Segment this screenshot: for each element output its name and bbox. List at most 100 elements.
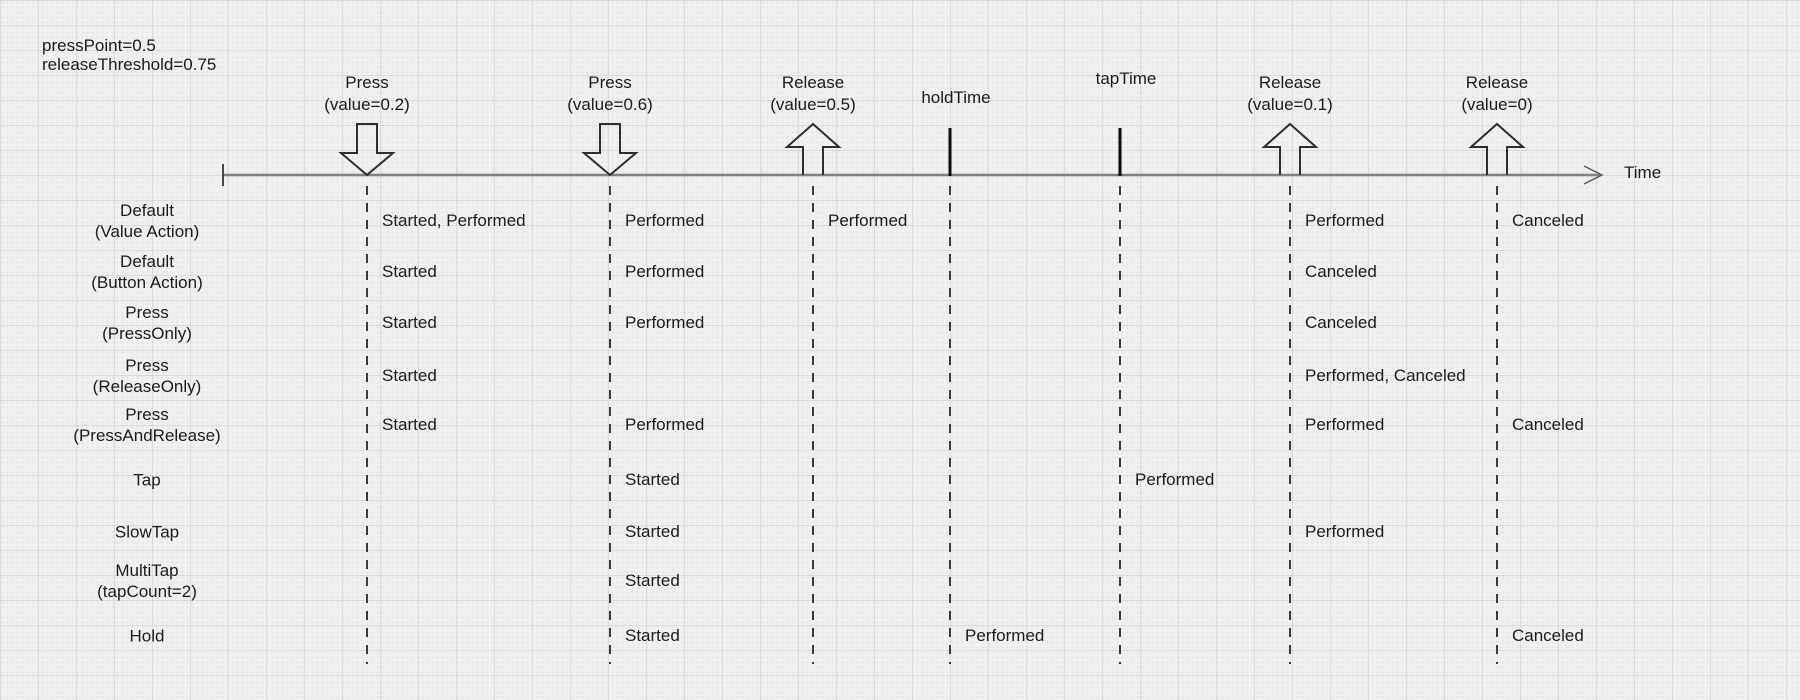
- event-cell: Canceled: [1512, 626, 1584, 646]
- event-cell: Performed, Canceled: [1305, 366, 1466, 386]
- event-cell-line: Performed: [625, 211, 705, 230]
- event-label-release-value-0-line: Release: [1465, 73, 1529, 92]
- arrow-down-icon-press-value-0.6: [581, 123, 639, 177]
- event-cell-line: Started: [625, 470, 680, 489]
- event-label-press-value-0.2-line: (value=0.2): [324, 95, 410, 114]
- event-cell-line: Performed: [1135, 470, 1215, 489]
- row-label-2-line: Press: [125, 303, 169, 322]
- row-label-8-line: Hold: [129, 626, 165, 646]
- row-label-2: Press (PressOnly): [102, 302, 192, 344]
- event-cell-line: Performed: [1305, 211, 1385, 230]
- event-cell-line: Performed: [1305, 522, 1385, 541]
- event-label-tap-time: tapTime: [1096, 69, 1157, 89]
- time-axis-label: Time: [1624, 163, 1662, 182]
- event-cell: Performed: [965, 626, 1044, 646]
- event-label-release-value-0: Release (value=0): [1461, 72, 1532, 116]
- event-cell-line: Canceled: [1305, 313, 1377, 332]
- event-cell: Performed: [1135, 470, 1214, 490]
- event-cell: Performed: [1305, 415, 1384, 435]
- row-label-3-line: (ReleaseOnly): [92, 377, 202, 396]
- row-label-7-line: MultiTap: [115, 561, 179, 580]
- event-cell-line: Performed: [1305, 415, 1385, 434]
- event-cell: Performed: [828, 211, 907, 231]
- event-label-hold-time: holdTime: [921, 88, 990, 108]
- event-cell-line: Performed, Canceled: [1305, 366, 1466, 385]
- event-label-release-value-0.5-line: Release: [781, 73, 845, 92]
- row-label-2-line: (PressOnly): [102, 324, 192, 343]
- event-cell-line: Performed: [828, 211, 908, 230]
- event-cell: Canceled: [1305, 313, 1377, 333]
- row-label-4: Press (PressAndRelease): [73, 404, 220, 446]
- event-cell-line: Started, Performed: [382, 211, 526, 230]
- event-label-release-value-0.1-line: Release: [1258, 73, 1322, 92]
- event-cell-line: Performed: [625, 313, 705, 332]
- config-release-threshold: releaseThreshold=0.75: [42, 55, 217, 74]
- event-cell: Performed: [625, 313, 704, 333]
- event-cell-line: Started: [382, 415, 437, 434]
- row-label-5-line: Tap: [133, 470, 161, 490]
- row-label-6-line: SlowTap: [114, 522, 180, 542]
- axis-arrowhead-icon: [1583, 165, 1604, 185]
- event-cell: Canceled: [1305, 262, 1377, 282]
- config-press-point: pressPoint=0.5: [42, 36, 156, 55]
- arrow-up-icon-release-value-0.1: [1261, 122, 1319, 175]
- event-label-release-value-0.5-line: (value=0.5): [770, 95, 856, 114]
- event-cell: Started: [382, 313, 437, 333]
- arrow-down-icon-press-value-0.2: [338, 123, 396, 177]
- event-cell: Started: [625, 470, 680, 490]
- event-cell-line: Performed: [625, 415, 705, 434]
- row-label-1-line: Default: [120, 252, 174, 271]
- row-label-4-line: (PressAndRelease): [73, 426, 221, 445]
- event-cell: Performed: [625, 415, 704, 435]
- event-label-press-value-0.6-line: (value=0.6): [567, 95, 653, 114]
- arrow-up-icon-release-value-0: [1468, 122, 1526, 175]
- event-cell-line: Canceled: [1512, 415, 1584, 434]
- row-label-7: MultiTap (tapCount=2): [97, 560, 197, 602]
- row-label-7-line: (tapCount=2): [97, 582, 197, 601]
- event-cell: Started: [625, 571, 680, 591]
- event-label-hold-time-line: holdTime: [921, 88, 991, 107]
- row-label-5: Tap: [133, 470, 160, 491]
- event-label-release-value-0.1: Release (value=0.1): [1247, 72, 1333, 116]
- config-annotation: pressPoint=0.5 releaseThreshold=0.75: [42, 36, 216, 74]
- event-cell-line: Started: [625, 522, 680, 541]
- row-label-0: Default (Value Action): [95, 200, 200, 242]
- row-label-4-line: Press: [125, 405, 169, 424]
- event-label-press-value-0.6: Press (value=0.6): [567, 72, 653, 116]
- event-label-release-value-0.5: Release (value=0.5): [770, 72, 856, 116]
- arrow-up-icon-release-value-0.5: [784, 122, 842, 175]
- row-label-0-line: (Value Action): [94, 222, 200, 241]
- event-cell-line: Performed: [965, 626, 1045, 645]
- event-label-release-value-0-line: (value=0): [1461, 95, 1533, 114]
- row-label-0-line: Default: [120, 201, 174, 220]
- event-cell-line: Started: [625, 571, 680, 590]
- event-cell-line: Started: [382, 366, 437, 385]
- event-cell-line: Canceled: [1512, 626, 1584, 645]
- event-label-release-value-0.1-line: (value=0.1): [1247, 95, 1333, 114]
- event-cell-line: Started: [625, 626, 680, 645]
- event-cell: Started: [625, 626, 680, 646]
- event-cell: Started, Performed: [382, 211, 526, 231]
- row-label-3: Press (ReleaseOnly): [93, 355, 202, 397]
- event-label-press-value-0.6-line: Press: [588, 73, 632, 92]
- event-cell: Canceled: [1512, 211, 1584, 231]
- event-cell-line: Performed: [625, 262, 705, 281]
- event-cell-line: Canceled: [1305, 262, 1377, 281]
- row-label-1: Default (Button Action): [91, 251, 203, 293]
- row-label-3-line: Press: [125, 356, 169, 375]
- event-cell-line: Canceled: [1512, 211, 1584, 230]
- event-label-press-value-0.2-line: Press: [345, 73, 389, 92]
- row-label-6: SlowTap: [115, 522, 179, 543]
- event-cell: Started: [382, 262, 437, 282]
- row-label-8: Hold: [130, 626, 165, 647]
- event-cell-line: Started: [382, 313, 437, 332]
- event-cell: Started: [625, 522, 680, 542]
- event-cell: Performed: [625, 211, 704, 231]
- event-cell: Performed: [625, 262, 704, 282]
- row-label-1-line: (Button Action): [91, 273, 203, 292]
- event-cell-line: Started: [382, 262, 437, 281]
- event-cell: Performed: [1305, 211, 1384, 231]
- event-label-tap-time-line: tapTime: [1095, 69, 1157, 88]
